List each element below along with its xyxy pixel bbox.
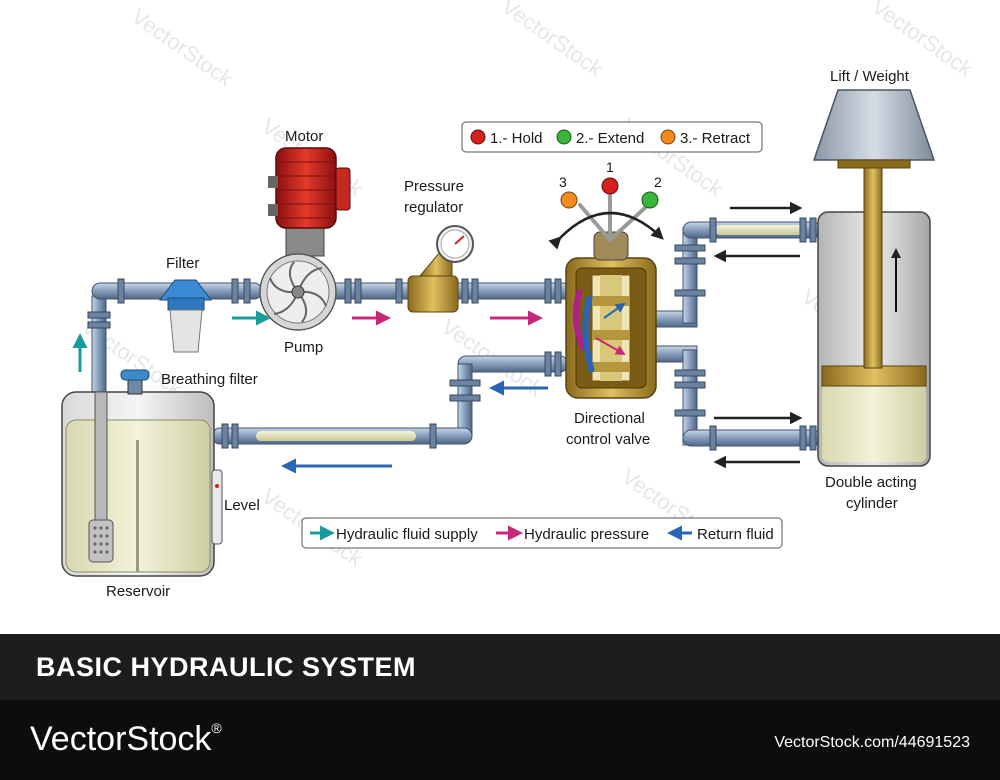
- lever-knob-2[interactable]: [641, 191, 659, 209]
- footer-bar: VectorStock® VectorStock.com/44691523: [0, 700, 1000, 780]
- label-pressure-regulator-1: Pressure: [404, 178, 464, 195]
- pump: [259, 253, 337, 331]
- label-breathing-filter: Breathing filter: [161, 371, 258, 388]
- legend-retract-label: 3.- Retract: [680, 130, 751, 147]
- label-directional-valve-2: control valve: [566, 431, 650, 448]
- label-directional-valve-1: Directional: [574, 410, 645, 427]
- directional-control-valve: 1 2 3: [548, 159, 664, 399]
- hydraulic-diagram: VectorStock VectorStock VectorStock Vect…: [61, 0, 978, 600]
- page-title: BASIC HYDRAULIC SYSTEM: [36, 652, 417, 682]
- legend-extend-label: 2.- Extend: [576, 130, 644, 147]
- lever-knob-3[interactable]: [560, 191, 578, 209]
- svg-text:VectorStock: VectorStock: [127, 4, 238, 92]
- label-pressure-regulator-2: regulator: [404, 199, 463, 216]
- label-level: Level: [224, 497, 260, 514]
- level-gauge: [211, 469, 223, 545]
- legend-hold-dot: [470, 129, 486, 145]
- double-acting-cylinder: [817, 167, 931, 467]
- legend-pressure-label: Hydraulic pressure: [524, 526, 649, 543]
- svg-text:VectorStock: VectorStock: [497, 0, 608, 82]
- lever-position-2: 2: [654, 174, 662, 190]
- legend-positions: 1.- Hold 2.- Extend 3.- Retract: [461, 121, 763, 153]
- flow-arrows: [72, 201, 803, 474]
- label-motor: Motor: [285, 128, 323, 145]
- label-filter: Filter: [166, 255, 199, 272]
- legend-supply-label: Hydraulic fluid supply: [336, 526, 478, 543]
- motor: [268, 147, 351, 257]
- breathing-filter: [120, 369, 150, 395]
- reservoir: [61, 369, 223, 577]
- label-cylinder-1: Double acting: [825, 474, 917, 491]
- title-bar: BASIC HYDRAULIC SYSTEM: [0, 634, 1000, 700]
- legend-flow: Hydraulic fluid supply Hydraulic pressur…: [301, 517, 783, 549]
- label-cylinder-2: cylinder: [846, 495, 898, 512]
- lever-position-3: 3: [559, 174, 567, 190]
- label-pump: Pump: [284, 339, 323, 356]
- lift-weight: [812, 89, 936, 169]
- legend-return-label: Return fluid: [697, 526, 774, 543]
- legend-hold-label: 1.- Hold: [490, 130, 543, 147]
- filter: [159, 279, 212, 353]
- label-lift-weight: Lift / Weight: [830, 68, 910, 85]
- registered-mark: ®: [211, 720, 222, 736]
- component-labels: Motor Filter Pump Pressure regulator Bre…: [106, 68, 917, 600]
- lever-position-1: 1: [606, 159, 614, 175]
- legend-retract-dot: [660, 129, 676, 145]
- brand-logo[interactable]: VectorStock®: [30, 720, 222, 759]
- label-reservoir: Reservoir: [106, 583, 170, 600]
- image-id: VectorStock.com/44691523: [774, 734, 970, 751]
- legend-extend-dot: [556, 129, 572, 145]
- brand-name: VectorStock: [30, 720, 212, 758]
- lever-knob-1[interactable]: [601, 177, 619, 195]
- pipe-network: [87, 217, 822, 451]
- pressure-regulator: [407, 225, 474, 313]
